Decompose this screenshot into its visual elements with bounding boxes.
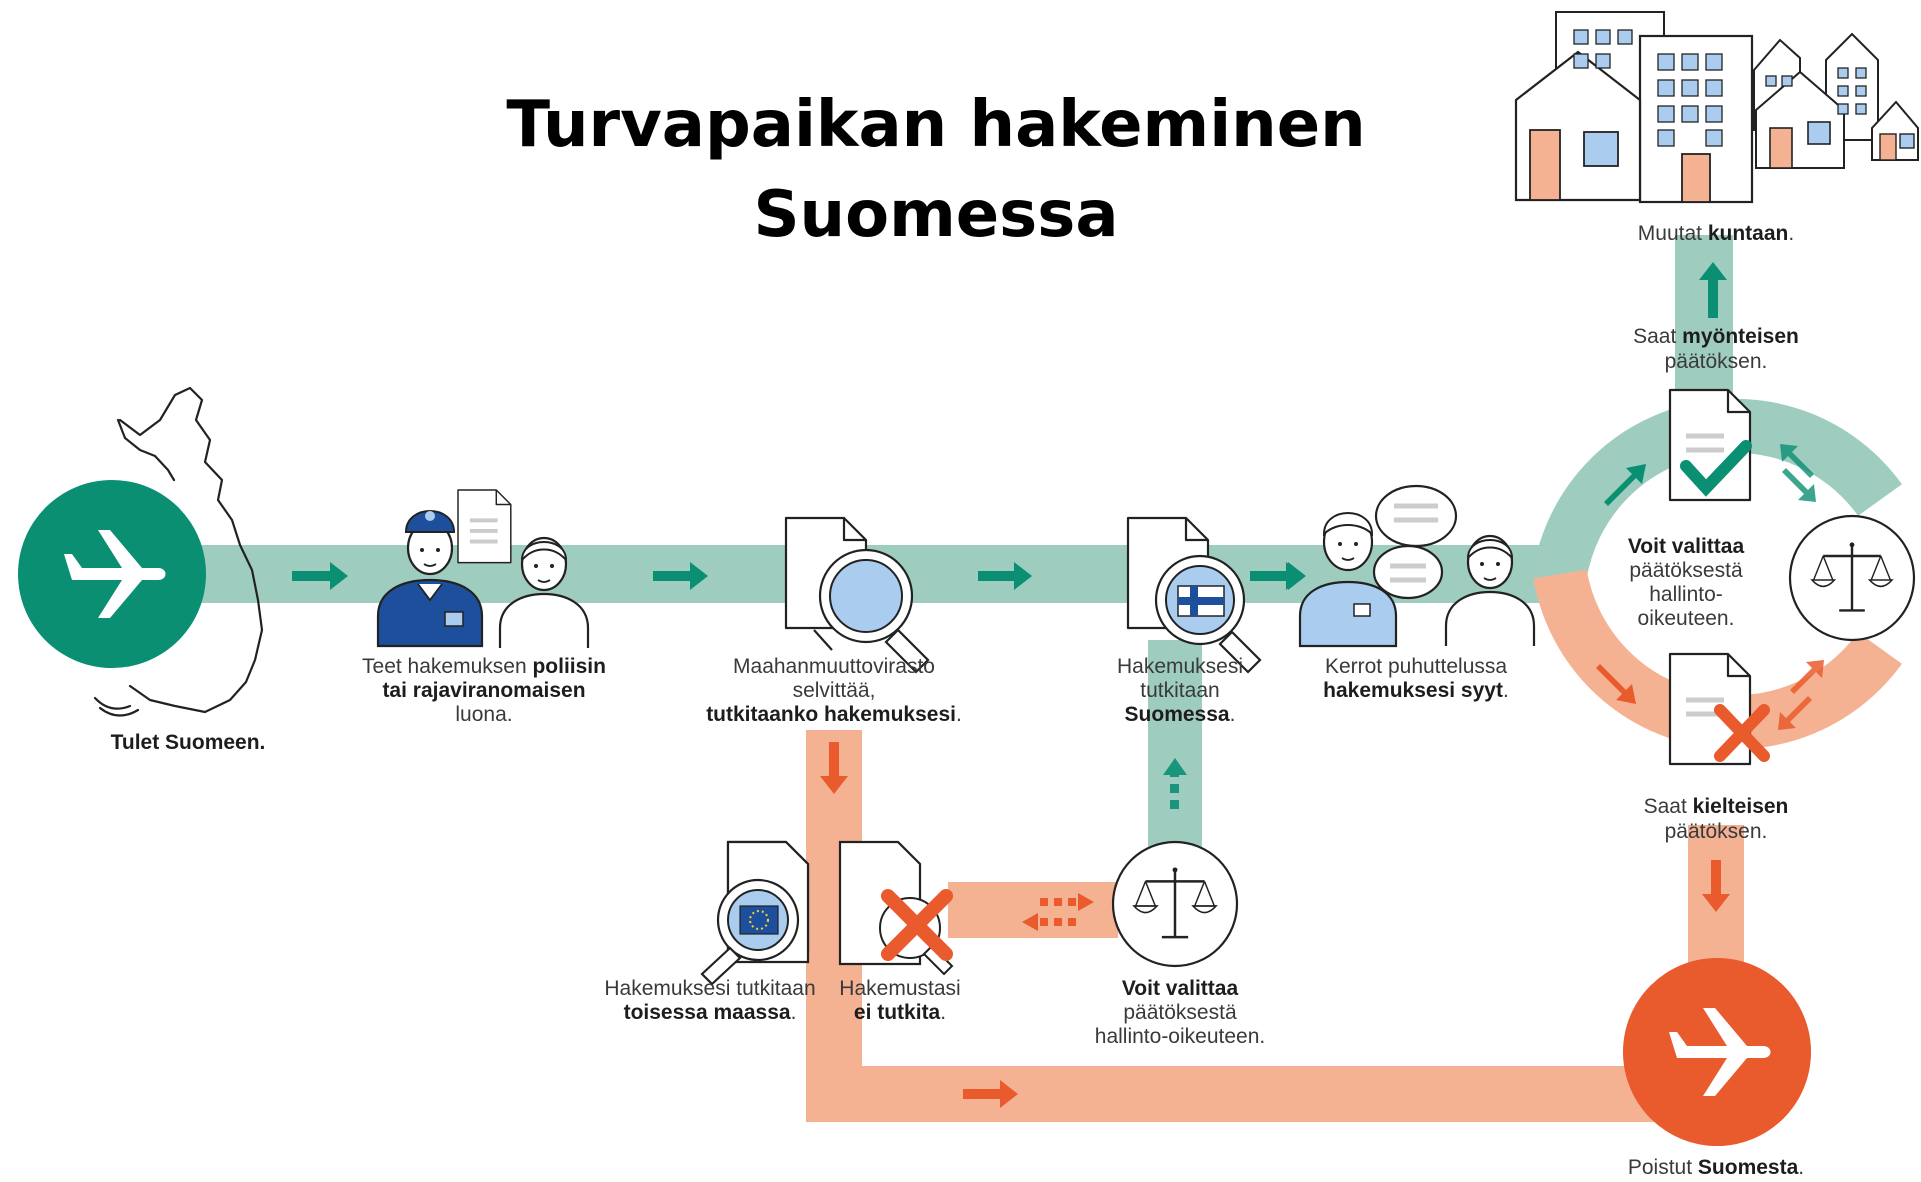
label-apply-line3: luona. <box>455 703 512 726</box>
label-appeal-lower-line2: päätöksestä <box>1123 1001 1237 1024</box>
label-appeal-right-line3: hallinto- <box>1649 583 1723 606</box>
label-not-examined-line1: Hakemustasi <box>839 977 960 1000</box>
label-examined-line1: Hakemuksesi <box>1117 655 1243 678</box>
label-other-country-line1: Hakemuksesi tutkitaan <box>604 977 815 1000</box>
cross-icon <box>1714 704 1770 762</box>
diagram-title-line1: Turvapaikan hakeminen <box>506 88 1365 162</box>
eu-flag-icon <box>739 905 779 935</box>
arrow-icon <box>820 664 1730 1108</box>
label-appeal-lower-line3: hallinto-oikeuteen. <box>1095 1025 1265 1048</box>
label-negative-line2: päätöksen. <box>1665 820 1768 843</box>
arrow-icon <box>1163 758 1187 809</box>
cross-icon <box>881 889 953 961</box>
bottom-orange-band <box>806 1066 1674 1122</box>
label-negative-line1: Saat kielteisen <box>1644 795 1789 818</box>
municipality-band <box>1675 235 1733 405</box>
return-green-band <box>1148 640 1202 855</box>
document-icon <box>1668 388 1752 502</box>
label-apply: Teet hakemuksen poliisin <box>362 655 606 678</box>
label-migri-line1: Maahanmuuttovirasto <box>733 655 935 678</box>
label-appeal-right-line1: Voit valittaa <box>1628 535 1745 558</box>
arrow-icon <box>1022 893 1094 931</box>
appeal-orange-band <box>948 882 1118 938</box>
houses-icon <box>1514 11 1919 204</box>
diagram-title-line2: Suomessa <box>753 178 1118 252</box>
label-municipality: Muutat kuntaan. <box>1638 222 1794 245</box>
label-interview-line1: Kerrot puhuttelussa <box>1325 655 1507 678</box>
label-other-country-line2: toisessa maassa. <box>624 1001 797 1024</box>
magnifier-document-icon <box>784 516 930 674</box>
label-appeal-lower-line1: Voit valittaa <box>1122 977 1239 1000</box>
label-not-examined-line2: ei tutkita. <box>854 1001 946 1024</box>
label-positive-line2: päätöksen. <box>1665 350 1768 373</box>
magnifier-document-icon <box>700 840 810 986</box>
arrow-icon <box>292 262 1727 590</box>
person-icon <box>1298 512 1398 648</box>
label-interview-line2: hakemuksesi syyt. <box>1323 679 1509 702</box>
label-appeal-right-line2: päätöksestä <box>1629 559 1743 582</box>
speech-bubble-icon <box>1372 484 1458 600</box>
label-appeal-right-line4: oikeuteen. <box>1638 607 1735 630</box>
label-leave: Poistut Suomesta. <box>1628 1156 1804 1179</box>
magnifier-document-icon <box>1126 516 1262 674</box>
label-migri-line2: selvittää, <box>793 679 876 702</box>
arrow-icon <box>1778 660 1824 730</box>
label-positive-line1: Saat myönteisen <box>1633 325 1799 348</box>
label-migri-line3: tutkitaanko hakemuksesi. <box>706 703 962 726</box>
label-apply-line2: tai rajaviranomaisen <box>382 679 585 702</box>
label-arrive: Tulet Suomeen. <box>111 731 266 754</box>
document-icon <box>457 489 512 564</box>
police-officer-icon <box>376 510 484 648</box>
finland-map-icon <box>93 386 264 717</box>
flow-arrows <box>292 262 1824 1108</box>
label-examined-line2: tutkitaan <box>1140 679 1219 702</box>
label-examined-line3: Suomessa. <box>1125 703 1236 726</box>
finnish-flag-icon <box>1177 585 1225 617</box>
document-icon <box>1668 652 1752 766</box>
arrow-icon <box>1780 444 1816 502</box>
checkmark-icon <box>1680 440 1752 497</box>
